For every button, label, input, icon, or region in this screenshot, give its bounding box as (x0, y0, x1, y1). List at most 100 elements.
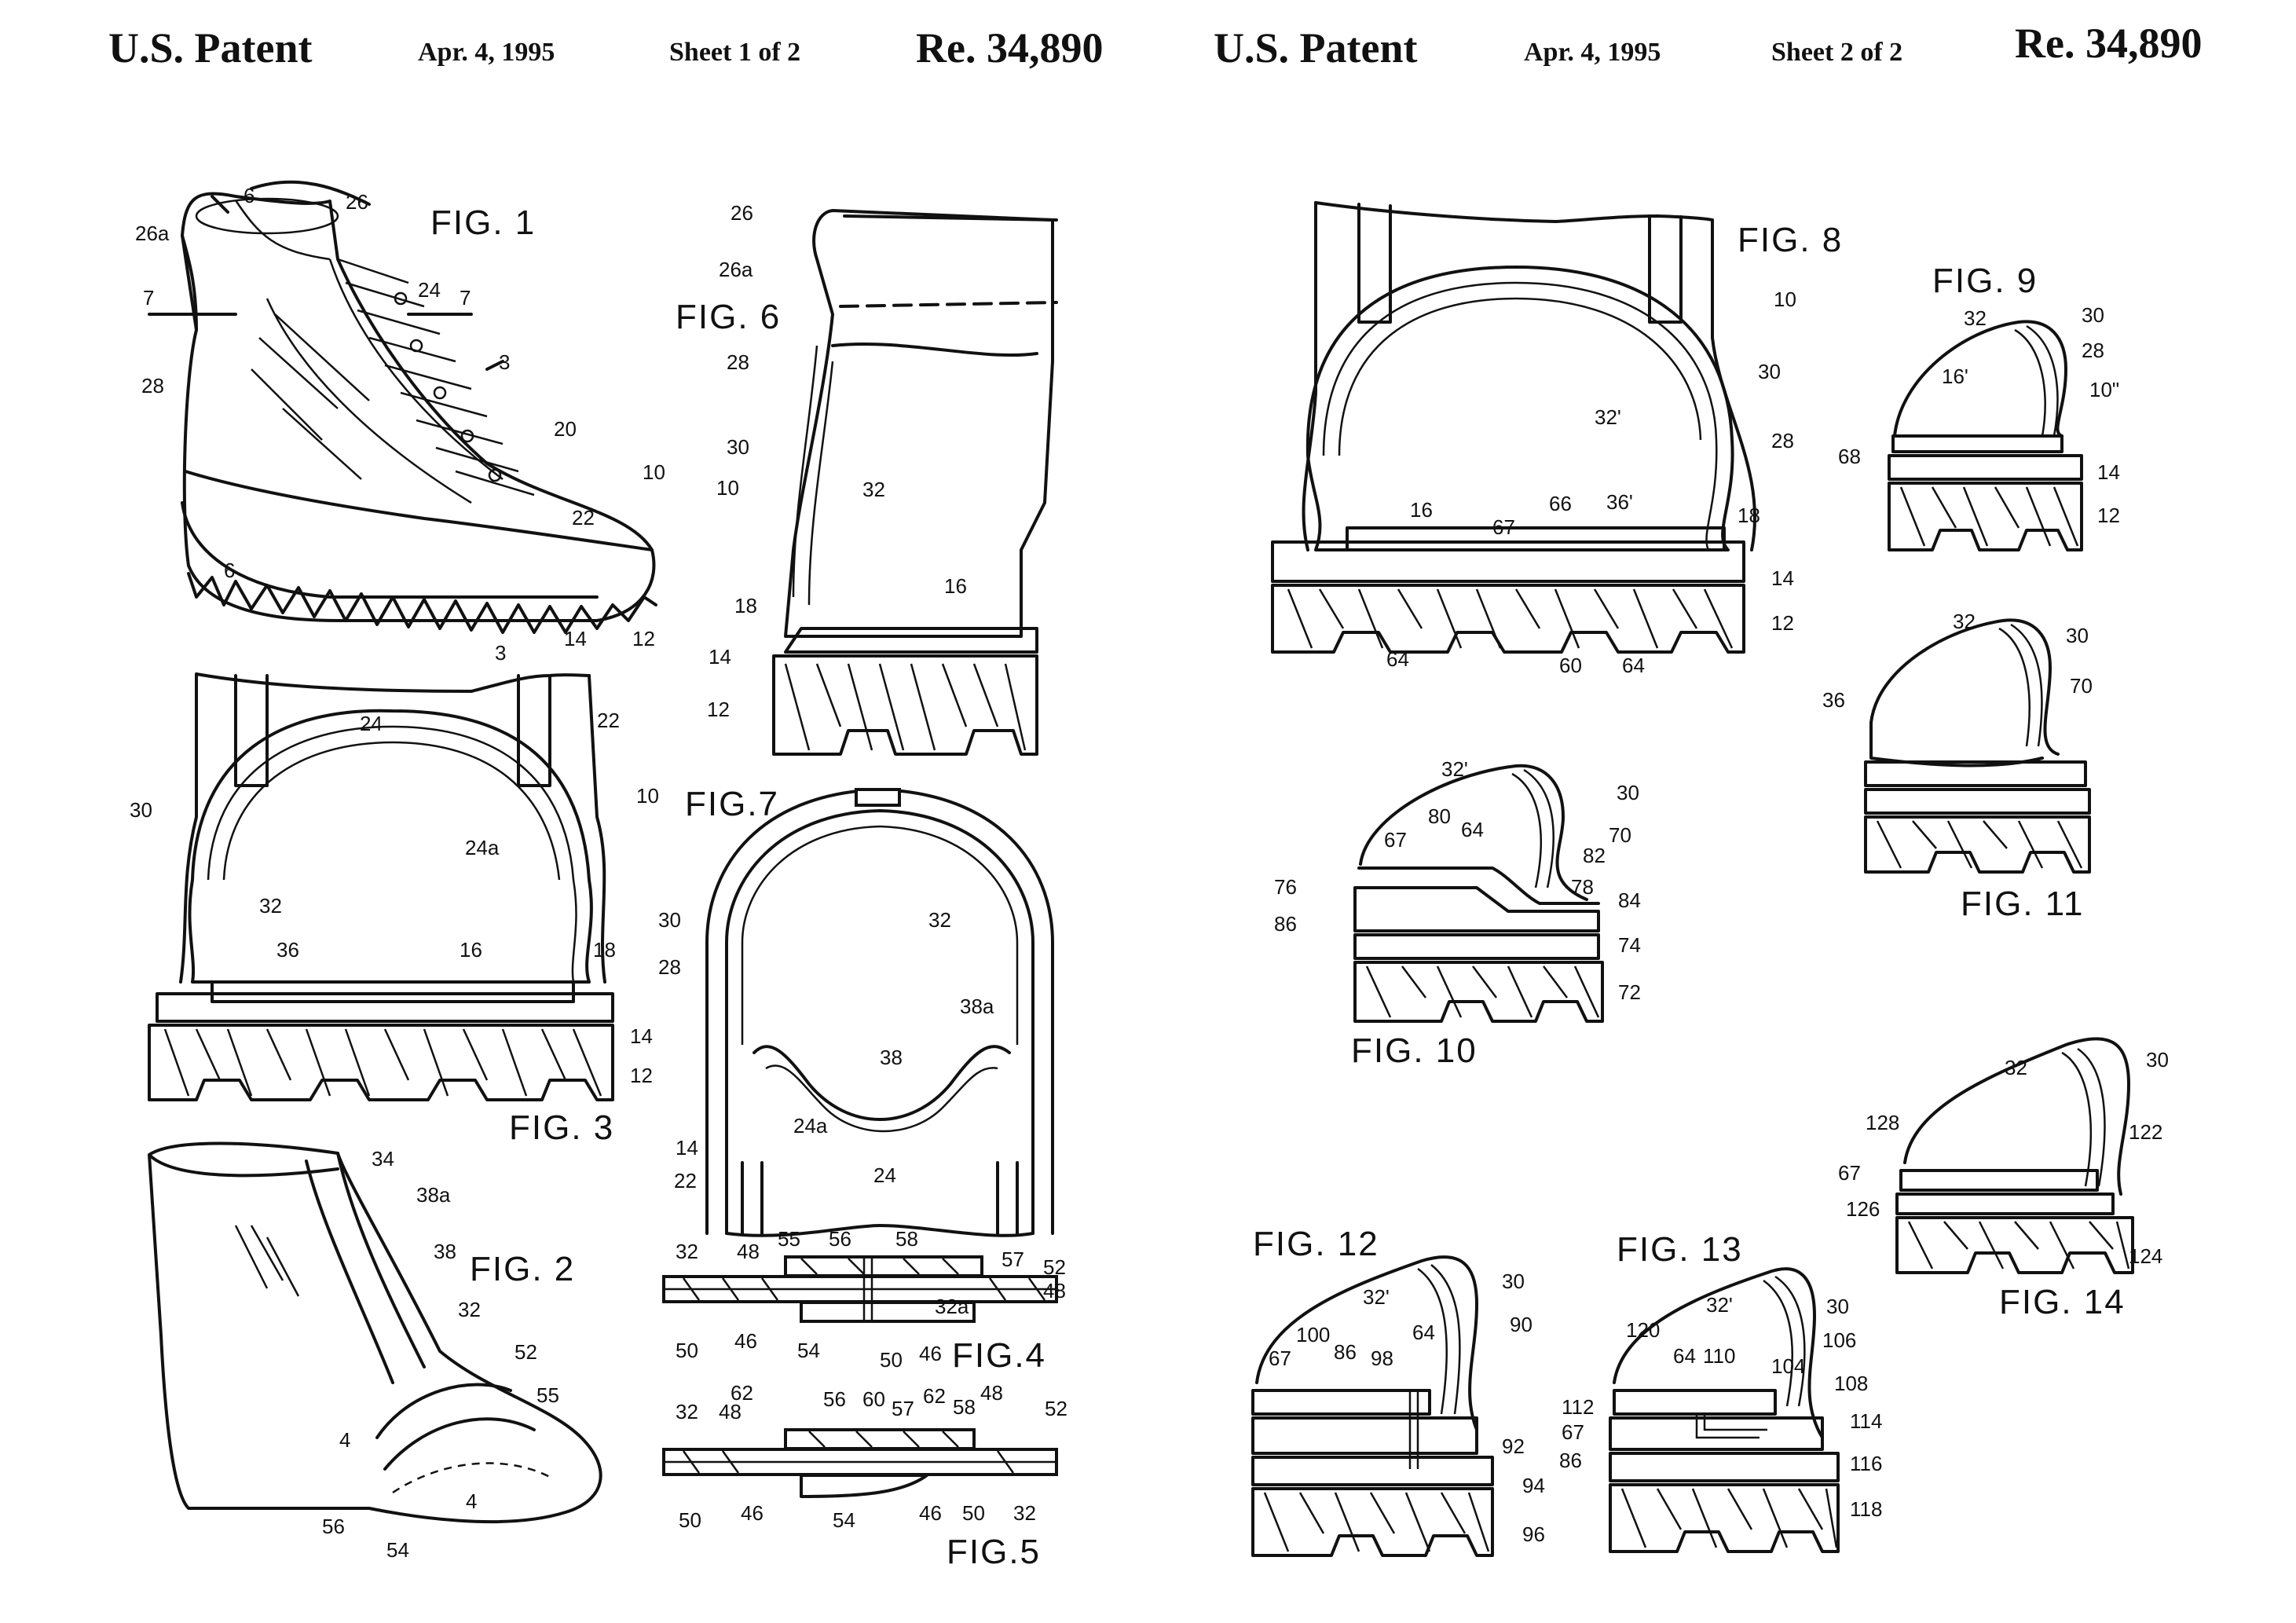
ref-numeral: 64 (1461, 818, 1484, 841)
fig-4-seam-drawing (662, 1255, 1058, 1323)
ref-numeral: 22 (674, 1169, 697, 1193)
ref-numeral: 48 (980, 1381, 1003, 1405)
ref-numeral: 32 (1013, 1501, 1036, 1525)
ref-numeral: 14 (709, 645, 731, 669)
fig-6-section-drawing (772, 209, 1058, 756)
ref-numeral: 60 (862, 1387, 885, 1411)
fig-13-reference-numerals: 32' 30 106 120 64 110 104 108 112 67 114… (1559, 1293, 1882, 1521)
fig-2-reference-numerals: 34 38a 38 32 52 55 4 4 56 54 (322, 1147, 559, 1562)
ref-numeral: 7 (460, 286, 471, 310)
ref-numeral: 48 (719, 1400, 742, 1423)
fig-3-label: FIG. 3 (509, 1108, 614, 1147)
fig-1-label: FIG. 1 (430, 203, 536, 242)
fig-4-label: FIG.4 (952, 1336, 1046, 1375)
ref-numeral: 6 (224, 559, 235, 582)
ref-numeral: 118 (1850, 1497, 1882, 1521)
ref-numeral: 30 (1758, 360, 1781, 383)
fig-5-label: FIG.5 (947, 1533, 1041, 1571)
ref-numeral: 106 (1822, 1328, 1856, 1352)
ref-numeral: 52 (1043, 1255, 1066, 1279)
ref-numeral: 24a (465, 836, 500, 859)
ref-numeral: 10 (643, 460, 665, 484)
fig-11-label: FIG. 11 (1961, 885, 2084, 923)
fig-7-section-drawing (705, 788, 1054, 1237)
ref-numeral: 86 (1274, 912, 1297, 936)
ref-numeral: 30 (658, 908, 681, 932)
ref-numeral: 28 (1771, 429, 1794, 452)
fig-1-boot-drawing (148, 180, 657, 634)
ref-numeral: 18 (734, 594, 757, 617)
ref-numeral: 67 (1492, 515, 1515, 539)
ref-numeral: 28 (141, 374, 164, 398)
ref-numeral: 50 (962, 1501, 985, 1525)
ref-numeral: 22 (572, 506, 595, 529)
ref-numeral: 16 (944, 574, 967, 598)
ref-numeral: 12 (632, 627, 655, 650)
ref-numeral: 26a (135, 222, 170, 245)
ref-numeral: 120 (1626, 1318, 1660, 1342)
ref-numeral: 32a (935, 1295, 969, 1318)
ref-numeral: 32' (1706, 1293, 1733, 1317)
ref-numeral: 14 (564, 627, 587, 650)
fig-8-section-drawing (1271, 201, 1756, 654)
ref-numeral: 55 (536, 1383, 559, 1407)
ref-numeral: 52 (514, 1340, 537, 1364)
ref-numeral: 110 (1703, 1344, 1735, 1368)
fig-12-label: FIG. 12 (1253, 1225, 1379, 1263)
ref-numeral: 24a (793, 1114, 828, 1138)
fig-9-reference-numerals: 32 30 28 16' 10" 68 14 12 (1838, 303, 2120, 527)
ref-numeral: 12 (2097, 504, 2120, 527)
ref-numeral: 32 (259, 894, 282, 918)
ref-numeral: 16 (1410, 498, 1433, 522)
ref-numeral: 62 (731, 1381, 753, 1405)
ref-numeral: 36' (1606, 490, 1633, 514)
ref-numeral: 30 (1617, 781, 1639, 804)
ref-numeral: 34 (372, 1147, 394, 1171)
patent-sheet-1: U.S. Patent Apr. 4, 1995 Sheet 1 of 2 Re… (0, 0, 1147, 1623)
fig-13-section-drawing (1609, 1267, 1840, 1553)
ref-numeral: 14 (1771, 566, 1794, 590)
fig-1-reference-numerals: 6 26 26a 7 7 24 3 28 20 10 22 6 3 14 12 (135, 184, 665, 665)
ref-numeral: 3 (495, 641, 506, 665)
fig-2-liner-drawing (148, 1141, 602, 1524)
ref-numeral: 67 (1269, 1346, 1291, 1370)
ref-numeral: 67 (1384, 828, 1407, 852)
ref-numeral: 30 (2082, 303, 2104, 327)
ref-numeral: 82 (1583, 844, 1606, 867)
fig-14-section-drawing (1895, 1037, 2134, 1274)
ref-numeral: 104 (1771, 1354, 1805, 1378)
ref-numeral: 14 (676, 1136, 698, 1160)
ref-numeral: 50 (679, 1508, 701, 1532)
ref-numeral: 14 (2097, 460, 2120, 484)
fig-7-reference-numerals: 30 28 32 38a 38 24a 24 14 22 (658, 908, 994, 1193)
ref-numeral: 32 (928, 908, 951, 932)
sheet-2-drawings: FIG. 8 10 30 32' 28 16 67 66 36' 18 14 1… (1251, 201, 2169, 1557)
header-patent-number: Re. 34,890 (916, 24, 1104, 71)
ref-numeral: 32 (676, 1240, 698, 1263)
ref-numeral: 64 (1412, 1321, 1435, 1344)
ref-numeral: 70 (1609, 823, 1631, 847)
ref-numeral: 114 (1850, 1409, 1882, 1433)
ref-numeral: 56 (823, 1387, 846, 1411)
ref-numeral: 64 (1622, 654, 1645, 677)
fig-14-reference-numerals: 32 30 128 122 67 126 124 (1838, 1048, 2169, 1268)
ref-numeral: 36 (276, 938, 299, 962)
ref-numeral: 86 (1559, 1449, 1582, 1472)
sheet-1-drawings: FIG. 1 6 26 26a 7 7 24 3 28 20 10 22 6 3… (130, 180, 1067, 1571)
fig-3-section-drawing (148, 672, 614, 1101)
fig-5-reference-numerals: 62 56 60 57 62 58 48 52 32 48 50 46 54 4… (676, 1381, 1067, 1532)
ref-numeral: 122 (2129, 1120, 2162, 1144)
ref-numeral: 128 (1866, 1111, 1899, 1134)
ref-numeral: 4 (339, 1428, 350, 1452)
fig-14-label: FIG. 14 (1999, 1283, 2126, 1321)
fig-3-reference-numerals: 24 22 30 10 24a 32 36 16 18 14 12 (130, 709, 659, 1087)
ref-numeral: 30 (2146, 1048, 2169, 1072)
ref-numeral: 90 (1510, 1313, 1532, 1336)
header-title: U.S. Patent (1214, 24, 1418, 71)
ref-numeral: 38 (880, 1046, 903, 1069)
ref-numeral: 28 (727, 350, 749, 374)
ref-numeral: 55 (778, 1227, 800, 1251)
ref-numeral: 116 (1850, 1452, 1882, 1475)
ref-numeral: 84 (1618, 888, 1641, 912)
ref-numeral: 46 (919, 1342, 942, 1365)
